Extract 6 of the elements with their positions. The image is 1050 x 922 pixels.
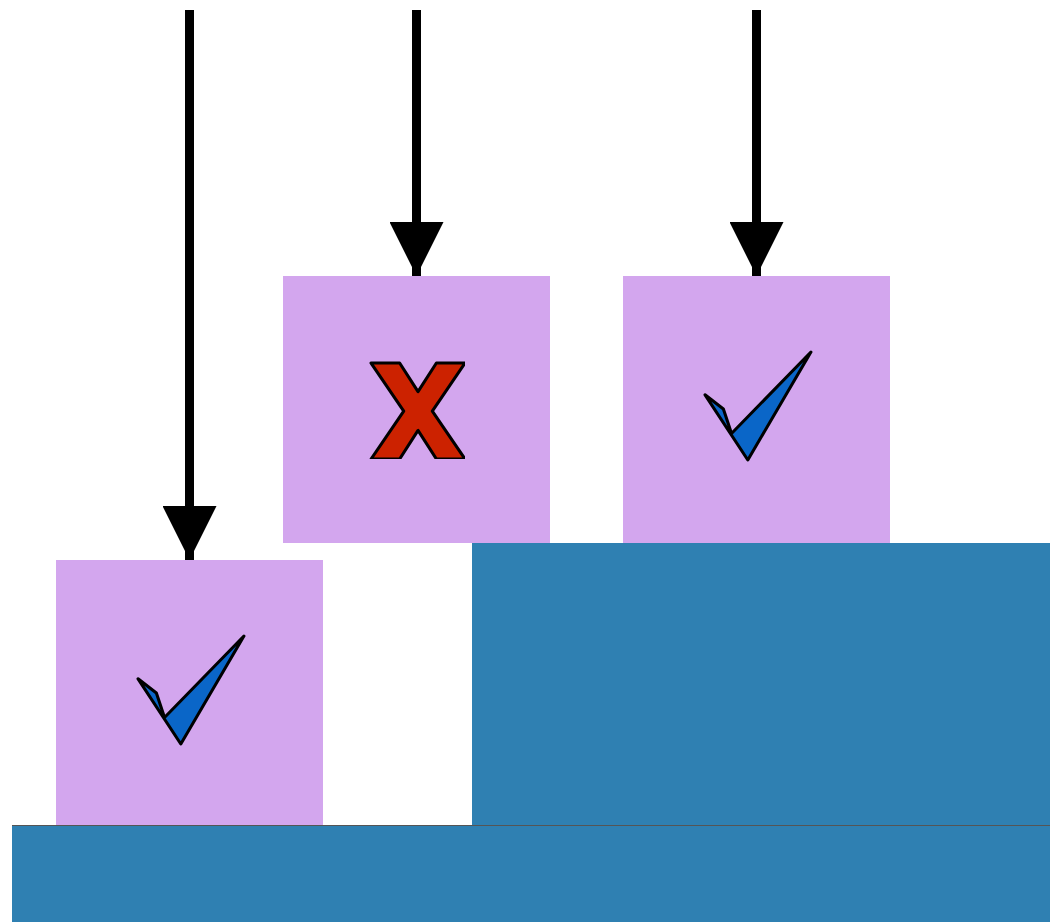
arrow bbox=[729, 10, 784, 276]
block-box bbox=[623, 276, 890, 543]
arrow bbox=[389, 10, 444, 276]
block-box bbox=[56, 560, 323, 825]
arrow bbox=[162, 10, 217, 560]
block-box bbox=[283, 276, 550, 543]
